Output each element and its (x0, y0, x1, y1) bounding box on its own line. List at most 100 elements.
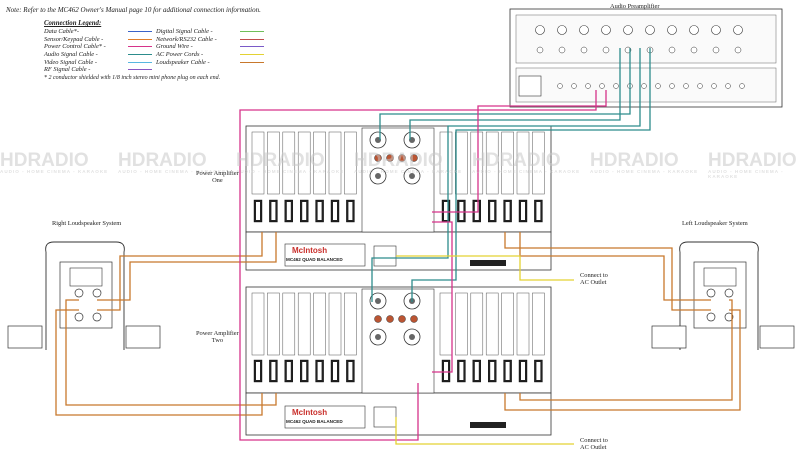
heatsink-fin (501, 131, 514, 195)
heatsink-fin (328, 292, 342, 356)
watermark-text: HDRADIO (236, 150, 325, 171)
legend-swatch (128, 54, 152, 56)
watermark-text: HDRADIO (354, 150, 443, 171)
output-terminal-stripe (505, 202, 510, 220)
preamp-xlr-jack (623, 25, 633, 35)
legend-item: Network/RS232 Cable - (156, 36, 264, 44)
output-terminal-stripe (302, 362, 307, 380)
amp-two-model: MC462 QUAD BALANCED (286, 419, 343, 424)
heatsink-fin (282, 131, 296, 195)
watermark-sub: AUDIO - HOME CINEMA - KARAOKE (708, 169, 784, 179)
legend-swatch (128, 69, 152, 71)
watermark-text: HDRADIO (118, 150, 207, 171)
legend-swatch (240, 54, 264, 56)
preamp-control-jack (557, 83, 563, 89)
legend-item: Power Control Cable* - (44, 43, 152, 51)
preamp-xlr-jack (689, 25, 699, 35)
heatsink-fin (501, 292, 514, 356)
amp-two-logo-panel (284, 405, 366, 429)
power-amplifier-two (245, 286, 552, 436)
amp-two-warning-label (470, 422, 506, 428)
heatsink-fin (470, 131, 484, 195)
watermark-sub: AUDIO - HOME CINEMA - KARAOKE (236, 169, 345, 174)
ac-outlet-label-two: Connect to AC Outlet (580, 437, 608, 451)
output-terminal-stripe (286, 202, 291, 220)
xlr-input-pin (375, 298, 381, 304)
watermark-sub: AUDIO - HOME CINEMA - KARAOKE (590, 169, 699, 174)
preamp-control-jack (655, 83, 661, 89)
heatsink-fin (344, 131, 357, 195)
xlr-input-pin (375, 173, 381, 179)
legend-swatch (240, 31, 264, 33)
output-terminal-stripe (317, 202, 322, 220)
output-terminal-stripe (505, 362, 510, 380)
output-terminal-stripe (302, 202, 307, 220)
legend-footnote: * 2 conductor shielded with 1/8 inch ste… (44, 74, 221, 81)
output-terminal-stripe (536, 362, 541, 380)
legend-item: Video Signal Cable - (44, 58, 152, 66)
right-loudspeaker (7, 241, 161, 350)
note-text: Note: Refer to the MC462 Owner's Manual … (6, 6, 261, 14)
legend-item-label: Ground Wire - (156, 43, 193, 51)
xlr-input-pin (409, 173, 415, 179)
rca-input-jack (374, 154, 382, 162)
preamp-xlr-jack (601, 25, 611, 35)
heatsink-fin (313, 131, 326, 195)
preamp-control-jack (641, 83, 647, 89)
rca-input-jack (398, 154, 406, 162)
amp-one-warning-label (470, 260, 506, 266)
output-terminal-stripe (348, 362, 353, 380)
output-terminal-stripe (521, 202, 525, 220)
output-terminal-stripe (256, 202, 260, 220)
legend-item-label: Sensor/Keypad Cable - (44, 35, 104, 43)
legend-item-label: Loudspeaker Cable - (156, 58, 210, 66)
preamp-ac-inlet (518, 75, 542, 97)
rca-input-jack (386, 154, 394, 162)
preamp-control-jack (669, 83, 675, 89)
connection-legend: Connection Legend: Data Cable*-Sensor/Ke… (44, 20, 264, 81)
legend-item: Data Cable*- (44, 28, 152, 36)
amp-one-brand: McIntosh (292, 246, 328, 255)
legend-swatch (128, 46, 152, 48)
heatsink-fin (251, 292, 265, 356)
preamp-xlr-jack (645, 25, 655, 35)
legend-item: RF Signal Cable - (44, 66, 152, 74)
output-terminal-stripe (474, 202, 479, 220)
output-terminal-stripe (333, 362, 337, 380)
output-terminal-stripe (459, 202, 464, 220)
heatsink-fin (532, 292, 545, 356)
preamp-rca-jack (536, 46, 544, 54)
preamp-rca-jack (602, 46, 610, 54)
output-terminal-stripe (536, 202, 541, 220)
heatsink-fin (532, 131, 545, 195)
heatsink-fin (439, 292, 453, 356)
legend-item-label: RF Signal Cable - (44, 66, 91, 74)
preamp-xlr-jack (667, 25, 677, 35)
output-terminal-stripe (474, 362, 479, 380)
heatsink-fin (485, 292, 499, 356)
preamp-xlr-jack (535, 25, 545, 35)
watermark-sub: AUDIO - HOME CINEMA - KARAOKE (354, 169, 463, 174)
preamp-rca-jack (712, 46, 720, 54)
amp-two-brand: McIntosh (292, 408, 328, 417)
output-terminal-stripe (444, 362, 448, 380)
legend-item: Audio Signal Cable - (44, 51, 152, 59)
left-speaker-label: Left Loudspeaker System (682, 220, 748, 227)
amp-two-label: Power Amplifier Two (196, 330, 239, 344)
preamp-control-jack (683, 83, 689, 89)
preamp-rca-jack (690, 46, 698, 54)
rca-input-jack (386, 315, 394, 323)
output-terminal-stripe (271, 202, 276, 220)
heatsink-fin (470, 292, 484, 356)
legend-item-label: Video Signal Cable - (44, 58, 97, 66)
preamp-control-jack (613, 83, 619, 89)
preamp-xlr-jack (733, 25, 743, 35)
output-terminal-stripe (459, 362, 464, 380)
amp-one-logo-panel (284, 243, 366, 267)
preamp-rca-jack (734, 46, 742, 54)
heatsink-fin (516, 292, 530, 356)
right-speaker-label: Right Loudspeaker System (52, 220, 122, 227)
ac-outlet-label-one: Connect to AC Outlet (580, 272, 608, 286)
